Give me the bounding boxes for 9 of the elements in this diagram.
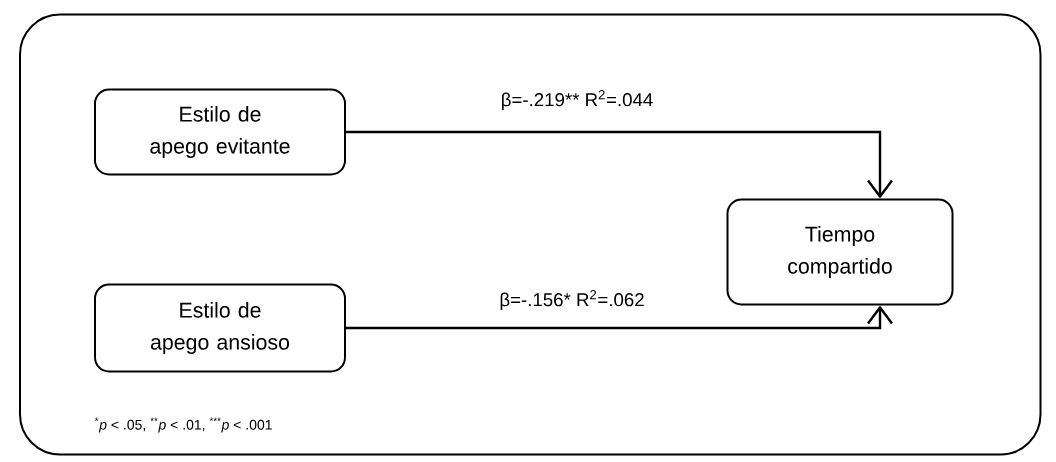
frame-box <box>19 13 1042 456</box>
text-box: Tiempo compartido <box>726 198 954 306</box>
note: $^{*}$p < .05, $^{**}$p < .01, $^{***}$p < .001 <box>94 417 272 433</box>
text-box: Estilo de apego evitante <box>94 88 346 176</box>
text-box: Estilo de apego ansioso <box>94 283 346 373</box>
edge-label: β=-.219** R$^{2}$=.044 <box>499 88 655 112</box>
arrow <box>346 305 893 330</box>
edge-label: β=-.156* R$^{2}$=.062 <box>498 288 646 312</box>
arrow <box>346 130 893 199</box>
